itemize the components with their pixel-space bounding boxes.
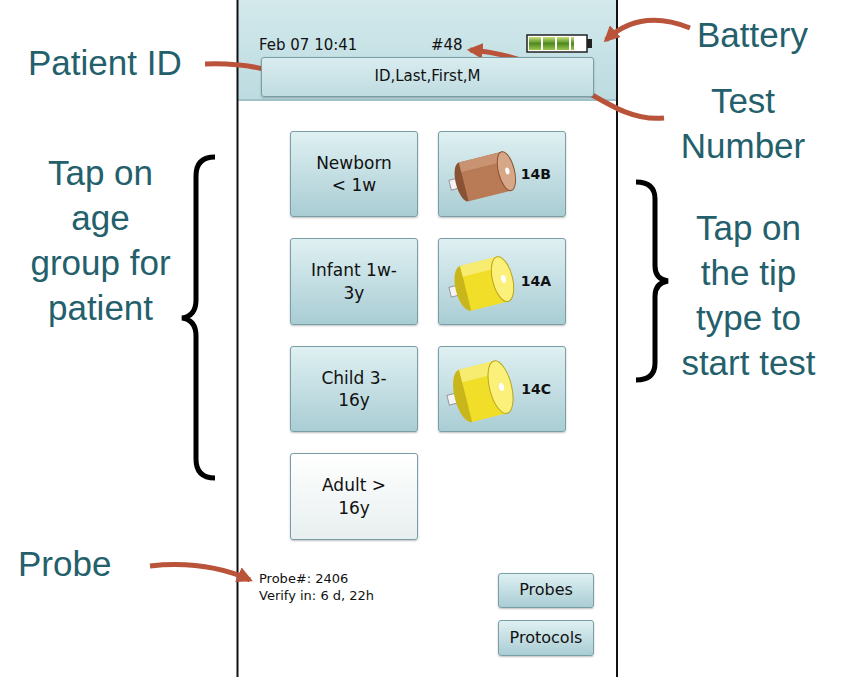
callout-label: Battery	[697, 12, 808, 57]
button-text: Probes	[519, 580, 573, 601]
callout-arrow	[606, 20, 690, 40]
menu-button: Protocols	[498, 620, 594, 656]
tip-button: 14C	[438, 346, 566, 432]
tip-button: 14A	[438, 238, 566, 325]
probe-number: Probe#: 2406	[259, 571, 348, 586]
probe-verify: Verify in: 6 d, 22h	[259, 588, 374, 603]
age-button: Infant 1w-3y	[290, 238, 418, 325]
patient-id-bar: ID,Last,First,M	[261, 57, 594, 97]
date-time: Feb 07 10:41	[259, 36, 357, 54]
callout-arrow	[150, 565, 250, 580]
left-brace	[182, 157, 215, 478]
button-text: 14B	[521, 165, 551, 183]
button-text: Child 3-16y	[311, 367, 397, 411]
battery-icon	[527, 35, 592, 52]
callout-label: Test Number	[668, 78, 818, 168]
age-button: Child 3-16y	[290, 346, 418, 432]
button-text: Infant 1w-3y	[311, 259, 397, 303]
callout-label: Tap on the tip type to start test	[676, 205, 821, 385]
button-text: Newborn < 1w	[311, 152, 397, 196]
callout-label: Patient ID	[28, 40, 182, 85]
tip-icon	[443, 355, 523, 425]
callout-label: Tap on age group for patient	[28, 150, 173, 330]
callout-label: Probe	[18, 541, 111, 586]
tip-icon	[445, 247, 525, 317]
button-text: Protocols	[510, 628, 583, 649]
right-brace	[636, 182, 668, 380]
age-button: Adult > 16y	[290, 453, 418, 540]
menu-button: Probes	[498, 573, 594, 608]
test-number: #48	[431, 36, 463, 54]
tip-button: 14B	[438, 131, 566, 217]
button-text: 14C	[521, 380, 551, 398]
tip-icon	[445, 140, 525, 210]
button-text: ID,Last,First,M	[374, 67, 480, 87]
button-text: Adult > 16y	[311, 474, 397, 518]
age-button: Newborn < 1w	[290, 131, 418, 217]
button-text: 14A	[521, 272, 551, 290]
